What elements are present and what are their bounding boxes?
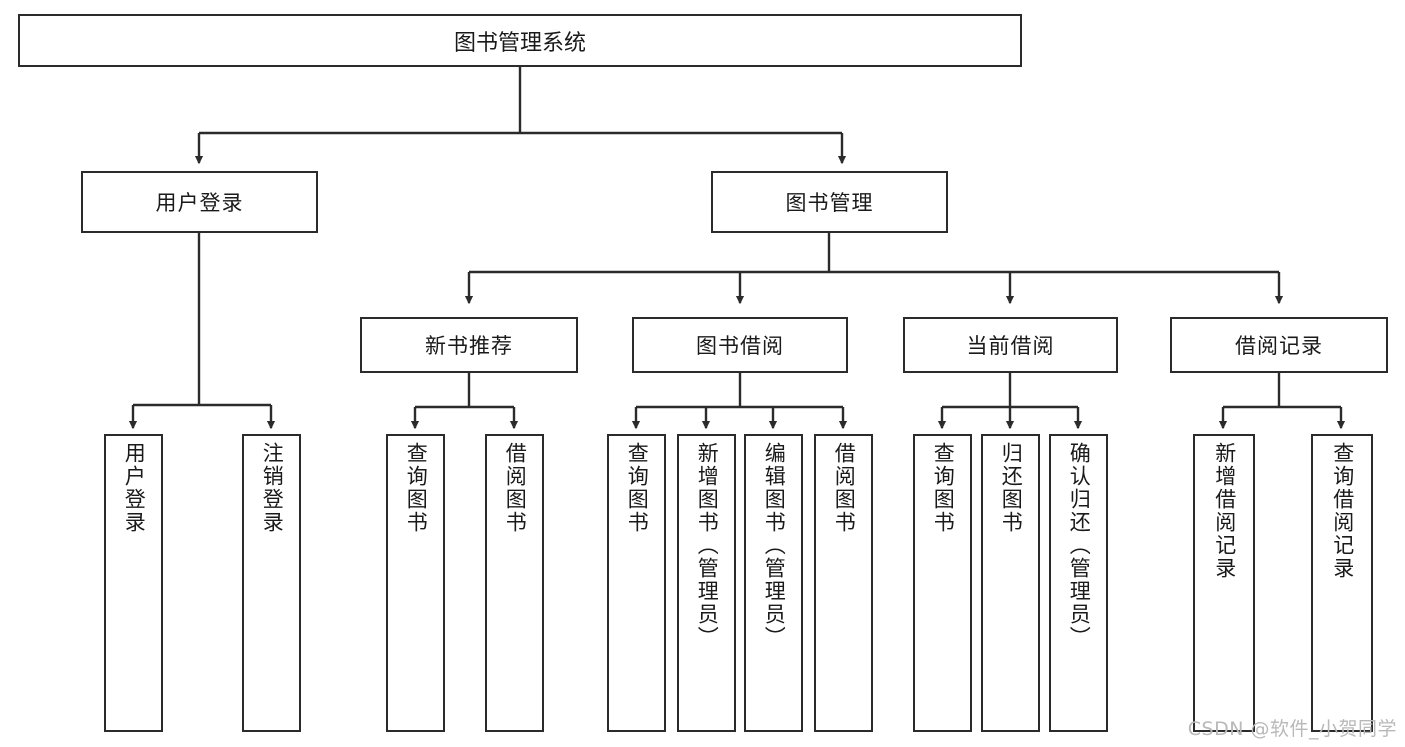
node-label: 新增借阅记录 (1212, 442, 1237, 580)
node-leaf-borrow-book-2[interactable]: 借阅图书 (814, 434, 873, 732)
node-book-manage[interactable]: 图书管理 (711, 171, 948, 233)
node-label: 新书推荐 (425, 334, 513, 358)
node-user-login[interactable]: 用户登录 (81, 171, 318, 233)
node-label: 图书借阅 (696, 334, 784, 358)
node-leaf-user-login[interactable]: 用户登录 (104, 434, 163, 732)
node-label: 查询图书 (404, 442, 429, 534)
node-leaf-add-record[interactable]: 新增借阅记录 (1193, 434, 1255, 732)
node-label: 当前借阅 (966, 334, 1055, 358)
node-label: 借阅图书 (503, 442, 528, 534)
node-label: 编辑图书（管理员） (762, 442, 787, 649)
node-label: 确认归还（管理员） (1067, 442, 1092, 649)
node-leaf-borrow-book-1[interactable]: 借阅图书 (485, 434, 544, 732)
node-new-book-recommend[interactable]: 新书推荐 (360, 317, 578, 373)
node-leaf-confirm-return[interactable]: 确认归还（管理员） (1049, 434, 1108, 732)
node-borrow-record[interactable]: 借阅记录 (1170, 317, 1388, 373)
node-label: 借阅图书 (832, 442, 857, 534)
node-leaf-add-book[interactable]: 新增图书（管理员） (677, 434, 736, 732)
node-leaf-return-book[interactable]: 归还图书 (981, 434, 1040, 732)
node-root-book-management-system[interactable]: 图书管理系统 (18, 14, 1022, 67)
node-label: 注销登录 (260, 442, 285, 534)
node-leaf-query-record[interactable]: 查询借阅记录 (1311, 434, 1373, 732)
node-book-borrow[interactable]: 图书借阅 (632, 317, 848, 373)
node-label: 图书管理系统 (453, 30, 586, 56)
node-leaf-query-book-3[interactable]: 查询图书 (913, 434, 972, 732)
node-leaf-query-book-2[interactable]: 查询图书 (607, 434, 666, 732)
node-label: 用户登录 (155, 191, 244, 215)
node-label: 图书管理 (785, 191, 874, 215)
node-leaf-user-logout[interactable]: 注销登录 (242, 434, 301, 732)
node-label: 借阅记录 (1235, 334, 1323, 358)
node-label: 查询图书 (931, 442, 956, 534)
node-label: 归还图书 (999, 442, 1024, 534)
watermark: CSDN @软件_小贺同学 (1187, 718, 1397, 740)
node-label: 用户登录 (122, 442, 147, 534)
node-current-borrow[interactable]: 当前借阅 (903, 317, 1118, 373)
node-label: 新增图书（管理员） (695, 442, 720, 649)
node-leaf-query-book-1[interactable]: 查询图书 (386, 434, 445, 732)
node-label: 查询图书 (625, 442, 650, 534)
node-label: 查询借阅记录 (1330, 442, 1355, 580)
node-leaf-edit-book[interactable]: 编辑图书（管理员） (744, 434, 803, 732)
